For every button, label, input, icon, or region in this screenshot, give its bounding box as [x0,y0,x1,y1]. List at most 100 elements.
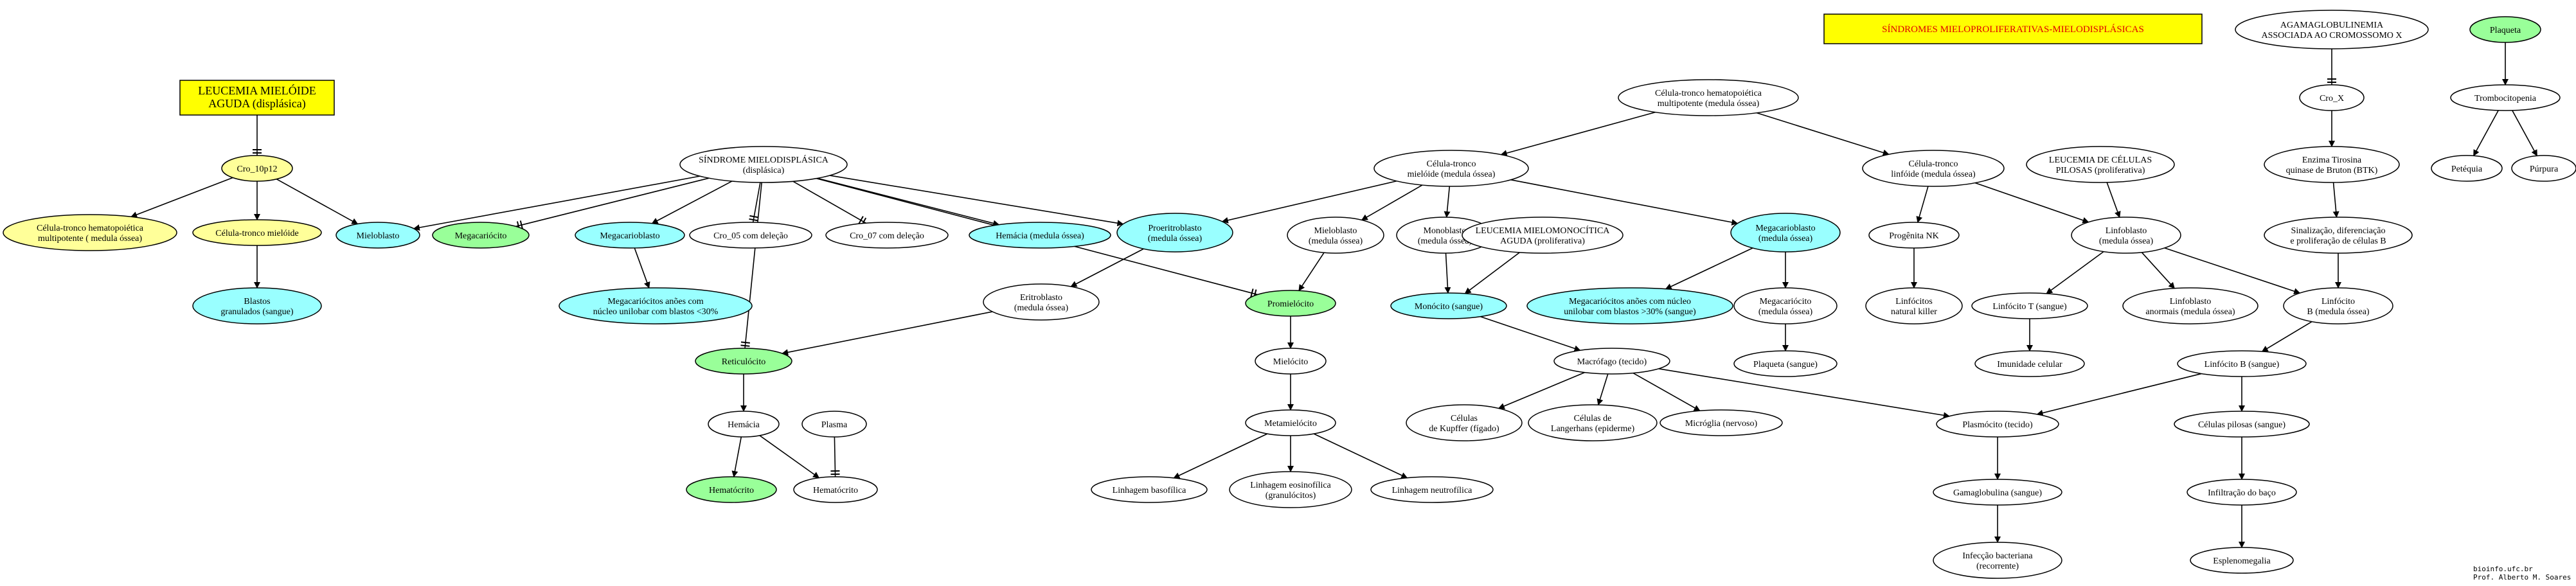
edge-line [1173,433,1268,479]
node-megacariocitos-anoes30b: Megacariócitos anões com núcleounilobar … [1526,287,1733,324]
node-label: Hematócrito [709,486,754,495]
node-label: LEUCEMIA DE CÉLULAS [2049,154,2152,165]
node-shape [689,222,812,249]
node-shape [1091,476,1208,503]
node-shape [1862,150,2005,187]
edge-line [817,177,1000,227]
node-gamaglobulina: Gamaglobulina (sangue) [1933,479,2062,506]
edge-proeritroblasto-to-eritroblasto [1070,248,1144,287]
node-label: Plaqueta (sangue) [1753,360,1818,369]
credit-line-2: Prof. Alberto M. Soares [2473,573,2571,582]
node-label: (medula óssea) [1014,303,1069,313]
edge-line [634,247,650,289]
node-label: Hemácia [728,420,760,430]
node-label: Células pilosas (sangue) [2198,420,2285,430]
node-label: AGUDA (proliferativa) [1500,236,1585,246]
node-shape [1933,542,2062,579]
node-label: Mielócito [1273,357,1308,367]
node-label: (medula óssea) [1758,307,1813,317]
node-label: Micróglia (nervoso) [1685,419,1758,429]
node-label: Megacariócito [1760,297,1812,306]
edge-mieloblasto-mo-to-promielocito [1298,252,1325,292]
node-hemacia-mo: Hemácia (medula óssea) [969,222,1111,249]
edge-line [1298,252,1325,292]
node-label: Linfoblasto [2106,226,2147,236]
edge-line [1221,180,1397,224]
edge-line [1480,315,1581,352]
edge-line [1756,112,1890,156]
node-shape [1868,222,1960,249]
edge-ct-hemato-top-to-ct-mieloide [1500,111,1656,157]
node-label: (granulócitos) [1266,491,1316,501]
node-label: Infiltração do baço [2208,488,2276,498]
node-plaqueta-sangue: Plaqueta (sangue) [1733,350,1838,377]
edge-line [1444,253,1451,294]
edge-ct-linfoide-to-linfoblasto [1974,182,2089,224]
node-shape [2071,217,2181,254]
node-label: Gamaglobulina (sangue) [1953,488,2042,498]
node-label: Linfócitos [1895,297,1933,306]
node-shape [695,348,792,375]
node-label: (recorrente) [1976,562,2019,571]
node-label: Célula-tronco [1909,159,1958,169]
edge-linfoblasto-to-linfoblasto-anormais [2141,252,2175,289]
node-label: Cro_05 com deleção [713,231,788,241]
node-shape [1733,350,1838,377]
edge-macrofago-to-microglia [1632,372,1701,411]
edge-line [1464,252,1520,294]
node-shape [1245,290,1336,317]
node-label: anormais (medula óssea) [2145,307,2235,317]
edges-layer [130,42,2538,548]
node-lin-basofilica: Linhagem basofílica [1091,476,1208,503]
node-label: Enzima Tirosina [2302,155,2362,165]
node-shape [2264,217,2413,254]
node-trombocitopenia: Trombocitopenia [2450,84,2561,111]
node-reticulocito: Reticulócito [695,348,792,375]
node-shape [983,283,1100,321]
node-label: PILOSAS (proliferativa) [2056,166,2145,175]
edge-line [2164,247,2301,294]
node-label: Reticulócito [722,357,765,367]
node-shape [432,222,530,249]
node-label: Sinalização, diferenciação [2291,226,2386,236]
title-box: SÍNDROMES MIELOPROLIFERATIVAS-MIELODISPL… [1823,13,2203,44]
node-label: AGAMAGLOBULINEMIA [2280,21,2384,30]
edge-sindrome-md-to-reticulocito [740,182,762,349]
node-label: Trombocitopenia [2474,94,2537,103]
node-cro07: Cro_07 com deleção [825,222,949,249]
edge-line [1313,433,1408,479]
edge-hemacia-to-hematocrito [759,435,820,479]
node-megacariocito-mo: Megacariócito(medula óssea) [1733,287,1838,324]
edge-megacarioblasto-c-to-megacariocitos-anoes30 [634,247,650,289]
edge-eritroblasto-to-reticulocito [782,311,993,356]
node-label: Esplenomegalia [2213,556,2271,566]
node-shape [2511,155,2576,182]
node-sindrome-md: SÍNDROME MIELODISPLÁSICA(displásica) [679,146,848,183]
edge-monocito-to-macrofago [1480,315,1581,352]
node-label: Megacariócito [455,231,507,241]
edge-leucemia-pilosas-to-linfoblasto [2106,182,2121,218]
node-hematocrito: Hematócrito [793,476,878,503]
node-shape [2264,146,2400,183]
node-crox: Cro_X [2299,84,2365,111]
node-shape [2235,10,2429,49]
node-plasmocito: Plasmócito (tecido) [1936,411,2059,438]
node-mielocito: Mielócito [1255,348,1327,375]
node-shape [1462,217,1623,254]
node-label: Púrpura [2530,164,2559,174]
edge-line [1665,247,1753,290]
node-label: Megacariócitos anões com núcleo [1569,297,1691,306]
node-shape [1370,476,1494,503]
node-label: Proeritroblasto [1148,224,1201,233]
tee-bar [858,216,864,225]
node-label: Linfócito T (sangue) [1992,302,2067,312]
edge-line [1597,373,1609,406]
edge-sindrome-md-to-mieloblasto-c [413,175,701,231]
node-shape [2469,16,2541,43]
edge-macrofago-to-kupffer [1498,371,1586,409]
